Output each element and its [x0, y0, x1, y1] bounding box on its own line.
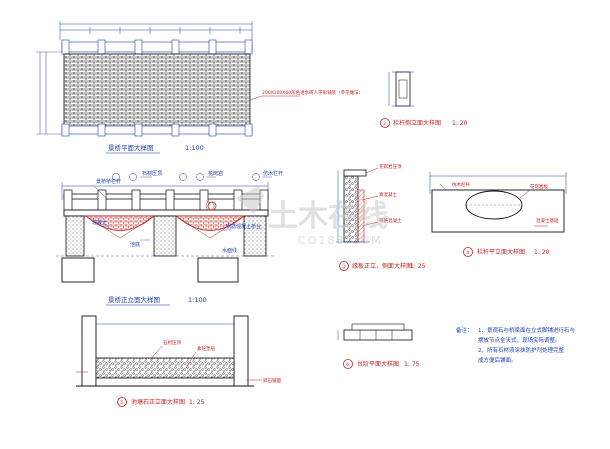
callout-icon: [207, 201, 217, 211]
elevation-scale: 1:100: [188, 296, 207, 304]
railing-scale: 1: 20: [452, 120, 468, 127]
support-annotation-2: 花岗岩板: [530, 183, 548, 190]
watermark: 土木在线 CO188.COM: [236, 186, 388, 247]
marker-6: 6: [346, 362, 349, 368]
detail-marker-icon: [380, 118, 390, 128]
side-annotation-3: 卵石铺面: [263, 377, 281, 384]
marker-5: 5: [120, 400, 123, 406]
detail-marker-icon: [463, 247, 473, 257]
note-line-4: 成方便后铺面。: [478, 356, 517, 364]
section-annotation-2: 素混凝土: [379, 191, 397, 198]
note-line-2: 摆放节点全天式，现场实际调整。: [478, 336, 561, 344]
section-annotation-3: 钢筋混凝土: [379, 217, 402, 224]
side-elev-scale: 1: 25: [189, 399, 205, 406]
step-detail: 6 台阶平面大样图 1: 75: [337, 323, 420, 369]
railing-detail: 2 栏杆侧立面大样图 1: 20: [380, 71, 468, 128]
elev-annotation-4: 仿木栏杆: [263, 170, 283, 177]
step-scale: 1: 75: [404, 361, 420, 368]
watermark-text: 土木在线: [268, 199, 388, 234]
note-line-3: 2、所有石材须涂抹防护剂处理完整: [478, 346, 565, 354]
support-annotation-3: 混凝土基础: [536, 217, 559, 224]
plan-scale: 1:100: [185, 144, 204, 152]
watermark-subtext: CO188.COM: [298, 234, 383, 247]
elev-annotation-1: 景桥桥栏杆: [96, 178, 121, 185]
elev-annotation-2: 石材压顶: [142, 170, 162, 177]
plan-title: 景桥平面大样图: [108, 143, 154, 152]
notes-label: 备注：: [456, 326, 473, 334]
section-scale: 1: 25: [410, 263, 426, 270]
section-detail: 花岗岩压顶 素混凝土 钢筋混凝土 3 缘板正立，侧面大样图 1: 25: [336, 163, 426, 271]
side-annotation-2: 素砼垫层: [197, 345, 215, 352]
note-line-1: 1、景观石与桥梁面在立式脚铺进行石与: [478, 326, 575, 334]
support-annotation-1: 仿木栏杆: [452, 181, 470, 188]
plan-marker: [207, 201, 217, 211]
plan-annotation: 200X100X60灰色透水砖人字形铺装（参见做法）: [262, 89, 363, 96]
marker-2: 2: [383, 121, 386, 127]
support-detail: 仿木栏杆 花岗岩板 混凝土基础 4 栏杆平立面大样图 1: 20: [429, 172, 567, 257]
elevation-title: 景桥正立面大样图: [108, 295, 160, 304]
support-title: 栏杆平立面大样图: [477, 248, 525, 256]
marker-4: 4: [466, 250, 469, 256]
section-title: 缘板正立，侧面大样图: [352, 262, 412, 270]
step-title: 台阶平面大样图: [357, 360, 399, 368]
elevation-view: 景桥桥栏杆 石材压顶 花岗岩 仿木栏杆 混凝土 池底 钢筋混凝土桥台 水面线 景…: [56, 170, 283, 306]
detail-marker-icon: [343, 359, 353, 369]
railing-title: 栏杆侧立面大样图: [393, 119, 441, 127]
marker-3: 3: [342, 264, 345, 270]
support-scale: 1: 20: [534, 249, 550, 256]
elev-annotation-6: 池底: [130, 241, 140, 248]
detail-marker-icon: [339, 261, 349, 271]
section-annotation-1: 花岗岩压顶: [379, 163, 402, 170]
detail-marker-icon: [117, 397, 127, 407]
watermark-logo-icon: [236, 186, 264, 214]
side-annotation-1: 石材压顶: [163, 339, 181, 346]
notes-block: 备注： 1、景观石与桥梁面在立式脚铺进行石与 摆放节点全天式，现场实际调整。 2…: [456, 326, 575, 364]
elev-annotation-5: 混凝土: [92, 219, 107, 226]
side-elev-title: 池塘石正立面大样图: [131, 398, 185, 406]
elev-annotation-3: 花岗岩: [208, 170, 223, 177]
elev-annotation-8: 水面线: [222, 247, 237, 254]
side-elevation: 石材压顶 素砼垫层 卵石铺面 5 池塘石正立面大样图 1: 25: [76, 315, 281, 407]
plan-view: 200X100X60灰色透水砖人字形铺装（参见做法） 景桥平面大样图 1:100: [36, 21, 363, 154]
elev-annotation-7: 钢筋混凝土桥台: [226, 223, 261, 230]
